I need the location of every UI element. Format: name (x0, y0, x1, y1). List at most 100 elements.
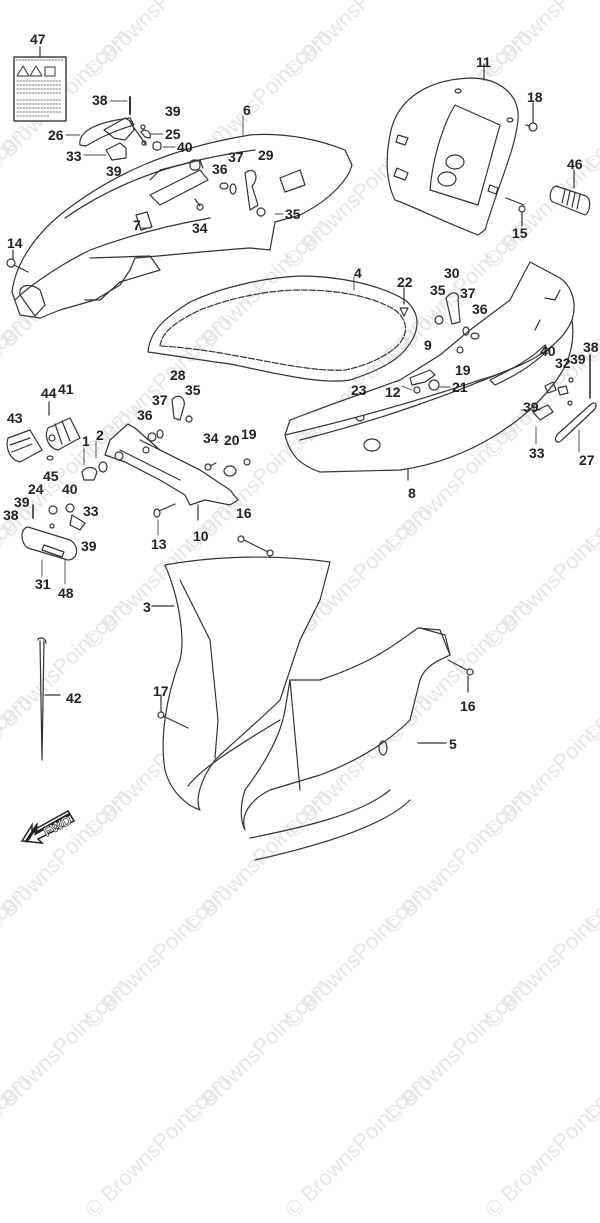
part-34-bolt[interactable] (204, 462, 217, 471)
callout-part-38[interactable]: 38 (3, 507, 19, 523)
part-5-lower-cover[interactable] (240, 627, 451, 861)
callout-part-25[interactable]: 25 (165, 126, 181, 142)
callout-part-24[interactable]: 24 (28, 481, 44, 497)
upper-latch-assembly[interactable] (79, 96, 162, 161)
callout-part-17[interactable]: 17 (153, 683, 169, 699)
callout-part-39[interactable]: 39 (14, 494, 30, 510)
part-17-bolt[interactable] (157, 694, 189, 729)
part-8-side-cover[interactable] (284, 261, 575, 481)
part-41-fitting[interactable] (45, 401, 81, 451)
part-13-screw[interactable] (153, 503, 176, 518)
callout-part-36[interactable]: 36 (137, 407, 153, 423)
callout-part-13[interactable]: 13 (151, 536, 167, 552)
callout-part-31[interactable]: 31 (35, 576, 51, 592)
callout-part-37[interactable]: 37 (152, 392, 168, 408)
callout-part-48[interactable]: 48 (58, 585, 74, 601)
callout-part-36[interactable]: 36 (212, 161, 228, 177)
callout-part-35[interactable]: 35 (430, 282, 446, 298)
callout-part-8[interactable]: 8 (408, 485, 416, 501)
callout-part-19[interactable]: 19 (241, 426, 257, 442)
part-9-bracket[interactable] (409, 369, 440, 394)
part-28-hardware[interactable] (147, 395, 193, 442)
callout-part-30[interactable]: 30 (444, 265, 460, 281)
callout-part-39[interactable]: 39 (523, 399, 539, 415)
callout-part-39[interactable]: 39 (106, 163, 122, 179)
callout-part-38[interactable]: 38 (92, 92, 108, 108)
callout-part-34[interactable]: 34 (203, 430, 219, 446)
part-43-nut[interactable] (6, 429, 43, 463)
callout-part-6[interactable]: 6 (243, 102, 251, 118)
part-27-handle[interactable] (532, 354, 597, 443)
callout-part-41[interactable]: 41 (58, 381, 74, 397)
callout-part-47[interactable]: 47 (30, 31, 46, 47)
callout-part-40[interactable]: 40 (177, 139, 193, 155)
part-20-grommet[interactable] (223, 465, 237, 477)
callout-part-9[interactable]: 9 (424, 337, 432, 353)
part-45-oring[interactable] (46, 455, 54, 461)
callout-part-34[interactable]: 34 (192, 220, 208, 236)
part-46-grommet[interactable] (549, 169, 591, 216)
callout-part-40[interactable]: 40 (540, 343, 556, 359)
part-22-pin[interactable] (399, 287, 409, 317)
callout-part-16[interactable]: 16 (236, 505, 252, 521)
callout-part-37[interactable]: 37 (460, 285, 476, 301)
callout-part-39[interactable]: 39 (81, 538, 97, 554)
callout-part-40[interactable]: 40 (62, 481, 78, 497)
callout-part-19[interactable]: 19 (455, 362, 471, 378)
callout-part-23[interactable]: 23 (351, 382, 367, 398)
part-1-collar[interactable] (81, 466, 98, 481)
part-14-bolt[interactable] (6, 249, 29, 273)
callout-part-36[interactable]: 36 (472, 301, 488, 317)
callout-part-29[interactable]: 29 (258, 147, 274, 163)
callout-part-20[interactable]: 20 (224, 432, 240, 448)
callout-part-45[interactable]: 45 (43, 468, 59, 484)
callout-part-5[interactable]: 5 (449, 736, 457, 752)
callout-part-27[interactable]: 27 (579, 452, 595, 468)
callout-part-39[interactable]: 39 (570, 351, 586, 367)
part-47-caution-label[interactable] (13, 46, 67, 122)
part-16-bolt[interactable] (237, 535, 274, 557)
callout-part-37[interactable]: 37 (228, 149, 244, 165)
callout-part-38[interactable]: 38 (583, 339, 599, 355)
callout-part-43[interactable]: 43 (7, 410, 23, 426)
callout-part-7[interactable]: 7 (133, 217, 141, 233)
callout-part-15[interactable]: 15 (512, 225, 528, 241)
part-11-rear-panel[interactable] (386, 63, 519, 236)
part-30-hardware[interactable] (434, 292, 480, 354)
part-2-washer[interactable] (98, 461, 108, 473)
callout-part-44[interactable]: 44 (41, 385, 57, 401)
part-18-bolt[interactable] (525, 102, 538, 132)
part-15-bolt[interactable] (505, 197, 526, 227)
callout-part-11[interactable]: 11 (476, 54, 491, 70)
callout-part-14[interactable]: 14 (7, 235, 23, 251)
part-31-handle[interactable] (21, 503, 86, 561)
part-6-upper-side-cover[interactable] (11, 133, 353, 319)
part-36-37-29-hardware[interactable] (194, 169, 266, 217)
part-10-bracket[interactable] (104, 423, 239, 521)
callout-part-21[interactable]: 21 (452, 379, 468, 395)
part-16-bolt-rear[interactable] (447, 659, 474, 693)
callout-part-35[interactable]: 35 (285, 206, 301, 222)
part-4-seal[interactable] (147, 275, 418, 382)
callout-part-16[interactable]: 16 (460, 698, 476, 714)
callout-part-1[interactable]: 1 (82, 433, 90, 449)
part-42-cable-tie[interactable] (37, 637, 61, 761)
callout-part-2[interactable]: 2 (96, 427, 104, 443)
callout-part-26[interactable]: 26 (48, 127, 64, 143)
callout-part-12[interactable]: 12 (385, 384, 401, 400)
callout-part-18[interactable]: 18 (527, 89, 543, 105)
callout-part-4[interactable]: 4 (354, 265, 362, 281)
callout-part-46[interactable]: 46 (567, 156, 583, 172)
callout-part-33[interactable]: 33 (529, 445, 545, 461)
callout-part-35[interactable]: 35 (185, 382, 201, 398)
callout-part-22[interactable]: 22 (397, 274, 413, 290)
callout-part-28[interactable]: 28 (170, 367, 186, 383)
callout-part-32[interactable]: 32 (555, 355, 571, 371)
callout-part-42[interactable]: 42 (66, 690, 82, 706)
callout-part-3[interactable]: 3 (143, 599, 151, 615)
callout-part-10[interactable]: 10 (193, 528, 209, 544)
part-3-lower-cover[interactable] (151, 556, 331, 811)
part-19-clip[interactable] (243, 458, 251, 466)
callout-part-39[interactable]: 39 (165, 103, 181, 119)
callout-part-33[interactable]: 33 (83, 503, 99, 519)
